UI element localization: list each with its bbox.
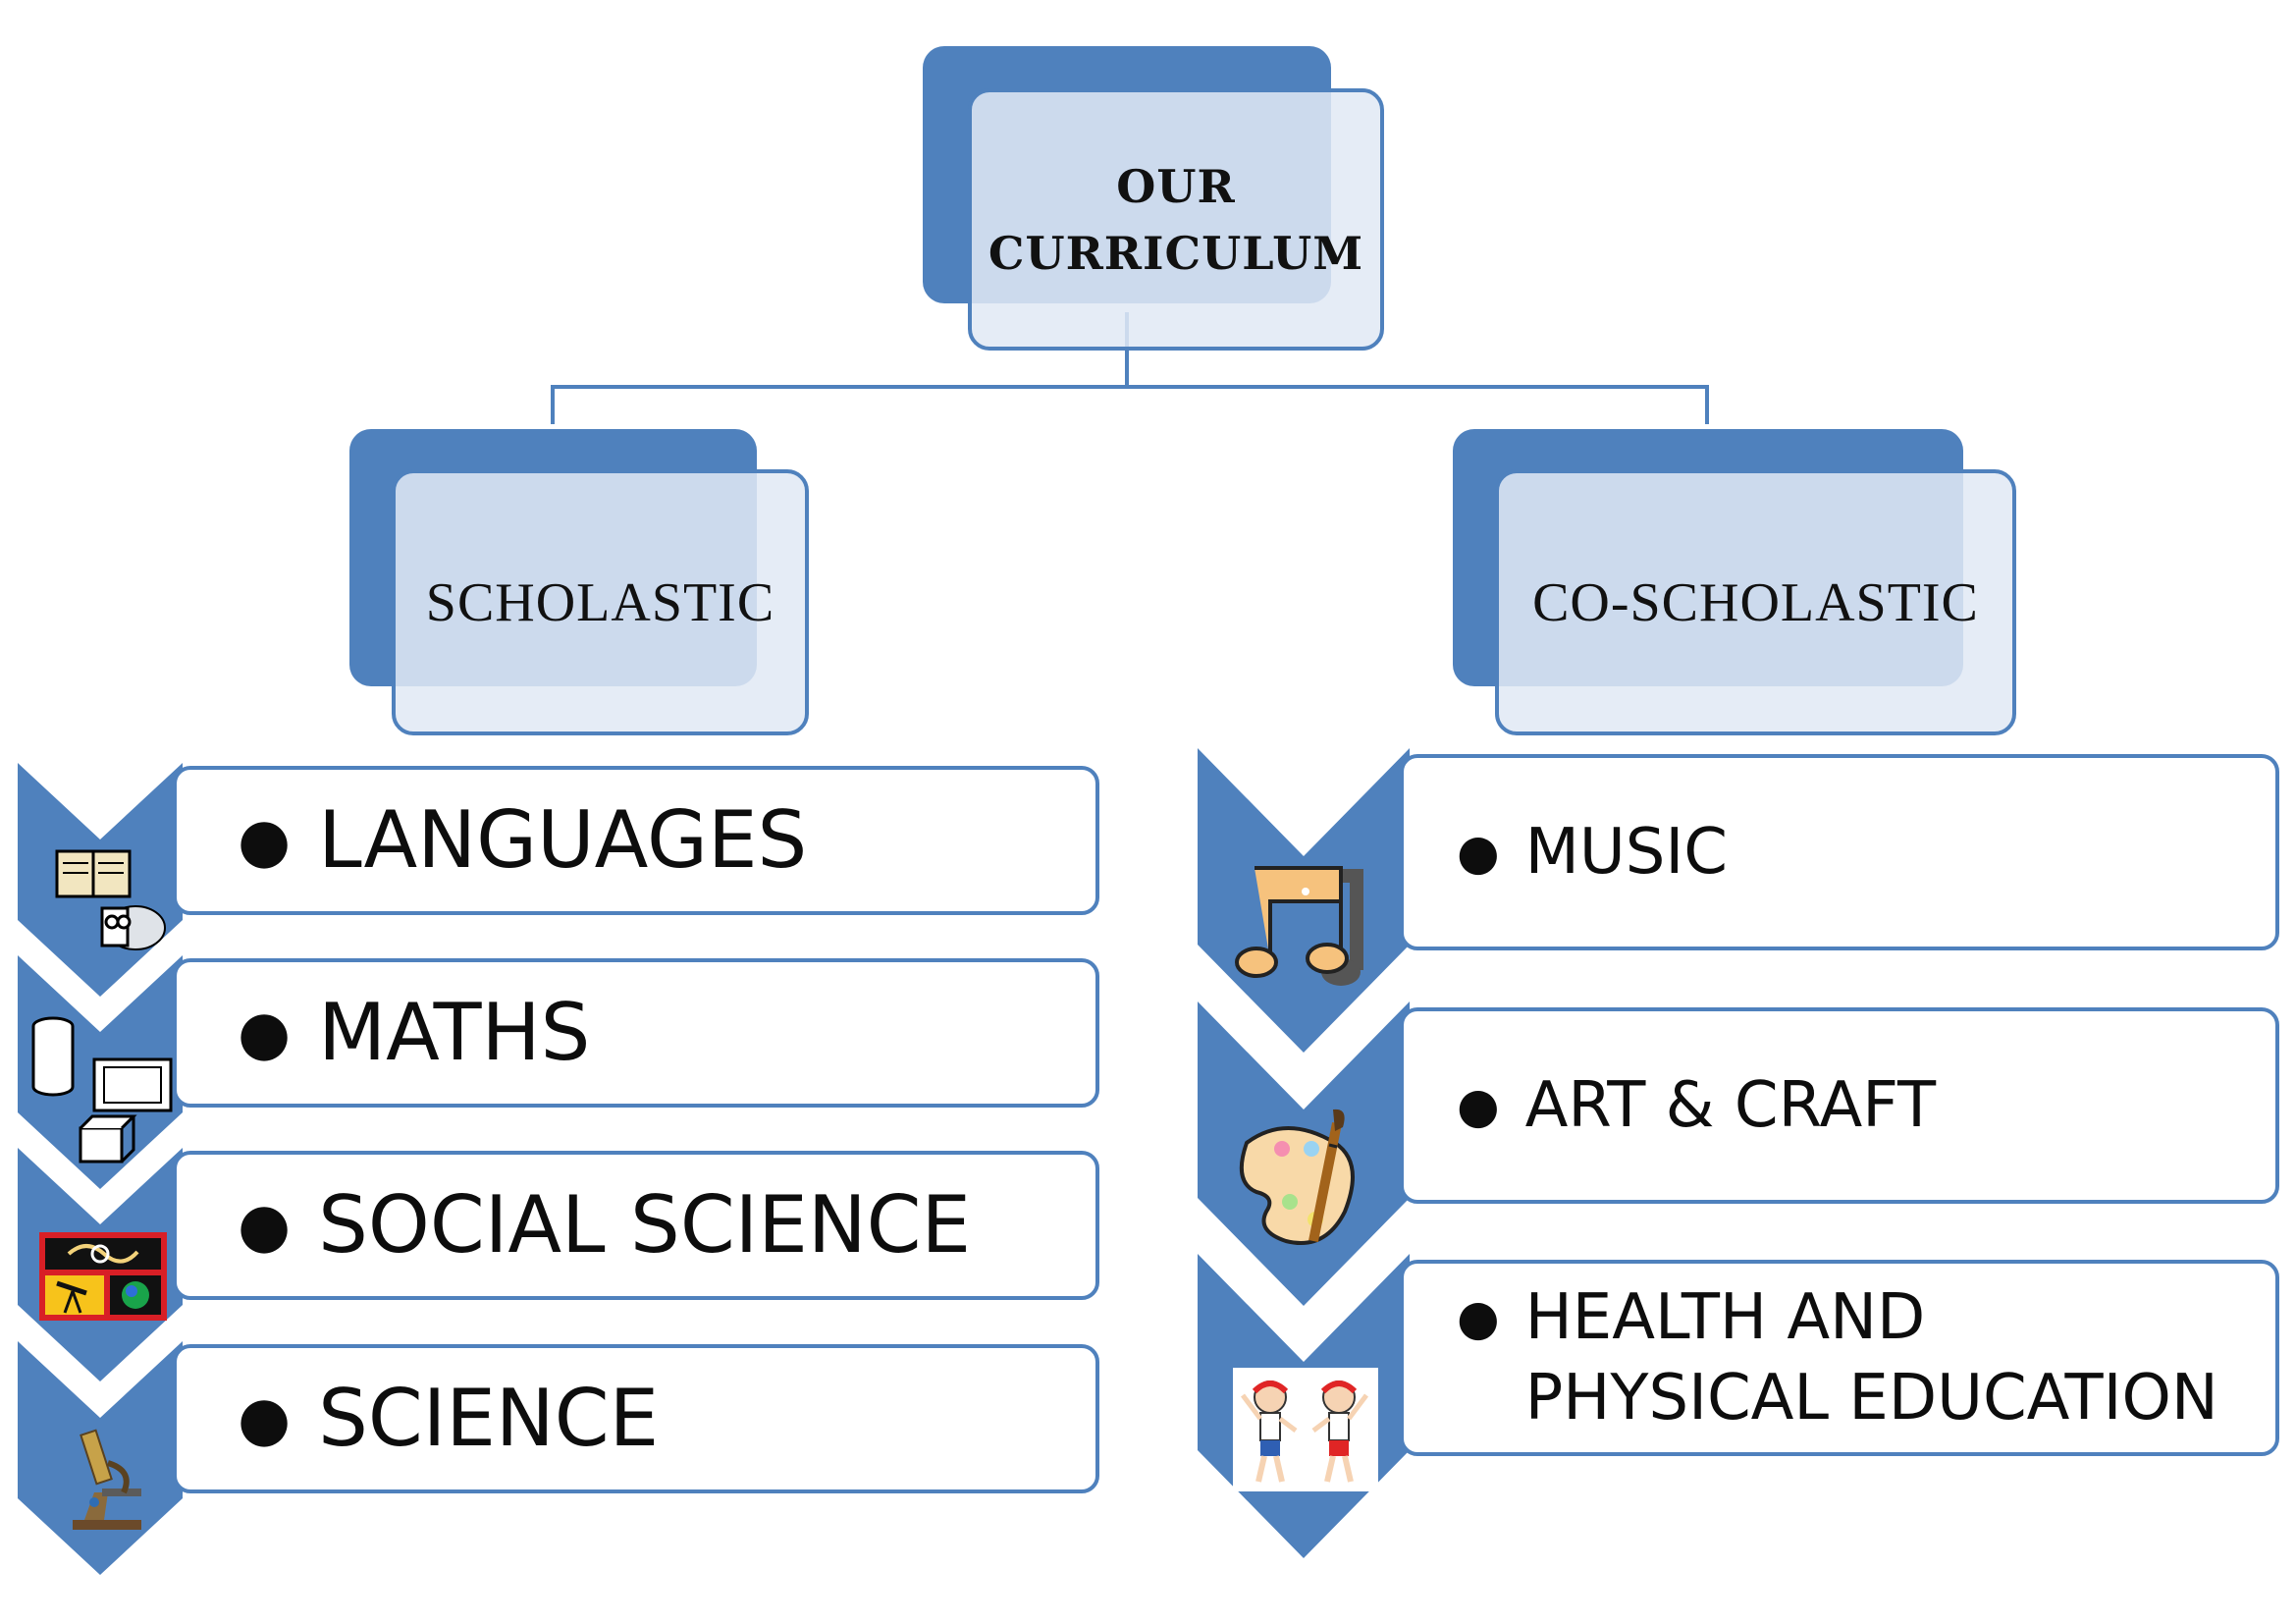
scholastic-item-languages: ● LANGUAGES xyxy=(18,763,1099,997)
item-card: ● LANGUAGES xyxy=(173,766,1099,915)
item-label: ART & CRAFT xyxy=(1524,1069,1937,1142)
item-label: SOCIAL SCIENCE xyxy=(318,1179,972,1271)
coscholastic-item-music: ● MUSIC xyxy=(1198,748,2279,1053)
bullet-icon: ● xyxy=(1457,1077,1500,1134)
microscope-icon xyxy=(73,1429,141,1530)
book-reader-icon xyxy=(55,849,166,950)
geometric-shapes-icon xyxy=(31,1016,173,1164)
root-title: OUR CURRICULUM xyxy=(988,153,1363,287)
scholastic-item-maths: ● MATHS xyxy=(18,955,1099,1189)
bullet-icon: ● xyxy=(238,1382,292,1454)
music-notes-icon xyxy=(1235,866,1363,986)
item-card: ● SCIENCE xyxy=(173,1344,1099,1493)
item-label: HEALTH AND PHYSICAL EDUCATION xyxy=(1524,1281,2218,1435)
item-card: ● SOCIAL SCIENCE xyxy=(173,1151,1099,1300)
connector-horizontal xyxy=(551,385,1709,389)
bullet-icon: ● xyxy=(1457,824,1500,881)
bullet-icon: ● xyxy=(1457,1289,1500,1346)
root-title-line1: OUR xyxy=(1116,159,1236,213)
item-label: SCIENCE xyxy=(318,1373,660,1464)
coscholastic-item-health-pe: ● HEALTH AND PHYSICAL EDUCATION xyxy=(1198,1254,2279,1558)
globe-telescope-icon xyxy=(39,1232,167,1321)
item-card: ● HEALTH AND PHYSICAL EDUCATION xyxy=(1400,1260,2279,1456)
item-card: ● ART & CRAFT xyxy=(1400,1007,2279,1204)
bullet-icon: ● xyxy=(238,1189,292,1261)
root-node: OUR CURRICULUM xyxy=(923,46,1384,351)
exercising-children-icon xyxy=(1233,1368,1378,1491)
coscholastic-node: CO-SCHOLASTIC xyxy=(1453,429,2016,735)
paint-palette-icon xyxy=(1239,1109,1355,1245)
connector-right-drop xyxy=(1705,385,1709,424)
scholastic-node-box: SCHOLASTIC xyxy=(392,469,809,735)
bullet-icon: ● xyxy=(238,997,292,1068)
item-label: MATHS xyxy=(318,987,591,1078)
item-label: MUSIC xyxy=(1524,816,1728,889)
item-card: ● MATHS xyxy=(173,958,1099,1108)
connector-left-drop xyxy=(551,385,555,424)
item-label: LANGUAGES xyxy=(318,794,808,886)
scholastic-item-science: ● SCIENCE xyxy=(18,1341,1099,1575)
scholastic-label: SCHOLASTIC xyxy=(425,571,775,633)
connector-root-down xyxy=(1125,312,1129,389)
bullet-icon: ● xyxy=(238,804,292,876)
scholastic-node: SCHOLASTIC xyxy=(349,429,809,735)
coscholastic-item-art-craft: ● ART & CRAFT xyxy=(1198,1001,2279,1306)
item-card: ● MUSIC xyxy=(1400,754,2279,950)
root-node-box: OUR CURRICULUM xyxy=(968,88,1384,351)
coscholastic-label: CO-SCHOLASTIC xyxy=(1532,571,1979,633)
root-title-line2: CURRICULUM xyxy=(988,226,1364,280)
coscholastic-node-box: CO-SCHOLASTIC xyxy=(1495,469,2016,735)
scholastic-item-social-science: ● SOCIAL SCIENCE xyxy=(18,1148,1099,1381)
